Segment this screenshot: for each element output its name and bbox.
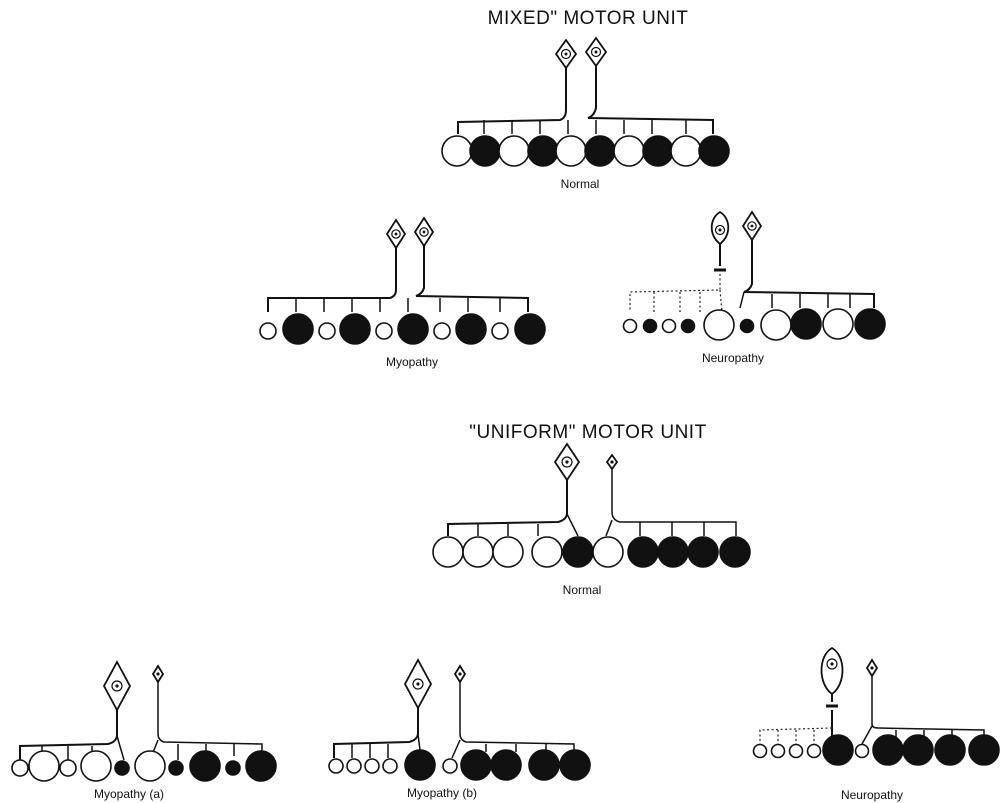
neuron-soma [584, 36, 608, 68]
axon-branches [739, 291, 851, 309]
neuron-soma [403, 658, 433, 710]
neuron-soma [385, 218, 407, 250]
neuron-soma [102, 660, 132, 712]
axon-branches [295, 298, 501, 312]
axon [587, 66, 714, 134]
muscle-fibres [11, 750, 277, 782]
caption-normal: Normal [561, 177, 600, 191]
axon [333, 708, 419, 758]
axon [415, 246, 529, 312]
neuron-soma [553, 442, 581, 482]
muscle-fibres [752, 734, 1000, 766]
diagram-uniform-myopathy-b: Myopathy (b) [328, 658, 591, 800]
axon-branches [149, 739, 235, 761]
muscle-fibres [432, 536, 751, 568]
neuron-soma [820, 646, 844, 696]
caption-myopathy: Myopathy [386, 355, 438, 369]
caption-neuropathy: Neuropathy [702, 351, 764, 365]
caption-myopathy-b: Myopathy (b) [407, 786, 477, 800]
axon-branches [605, 519, 705, 537]
degenerated-axon [629, 274, 723, 313]
diagram-mixed-neuropathy: Neuropathy [622, 210, 886, 365]
heading-uniform-motor-unit: "UNIFORM" MOTOR UNIT [469, 422, 706, 443]
axon [871, 676, 985, 744]
axon-branches [483, 120, 687, 134]
diagram-uniform-myopathy-a: Myopathy (a) [11, 660, 277, 801]
diagram-uniform-neuropathy: Neuropathy [752, 646, 1000, 802]
muscle-fibres [328, 749, 591, 781]
neuron-soma [554, 38, 578, 70]
axon-branches [451, 739, 547, 759]
axon [459, 682, 575, 752]
heading-mixed-motor-unit: MIXED" MOTOR UNIT [488, 8, 689, 29]
muscle-fibres [259, 313, 546, 345]
diagram-uniform-normal: Normal [432, 442, 751, 597]
axon-branches [351, 733, 421, 758]
neuron-soma [605, 453, 619, 471]
diagram-mixed-normal: Normal [441, 36, 730, 191]
axon [457, 68, 567, 134]
axon [267, 248, 397, 312]
axon-branches [477, 513, 579, 537]
neuron-soma [453, 664, 467, 684]
neuron-soma [741, 210, 763, 242]
diagram-mixed-myopathy: Myopathy [259, 216, 546, 369]
axon [157, 682, 263, 756]
axon [611, 469, 737, 536]
caption-normal: Normal [563, 583, 602, 597]
degenerated-axon [759, 727, 833, 744]
caption-neuropathy: Neuropathy [841, 788, 903, 802]
neuron-soma [413, 216, 435, 248]
muscle-fibres [441, 135, 730, 167]
neuron-soma [710, 210, 730, 246]
caption-myopathy-a: Myopathy (a) [94, 787, 164, 801]
axon [743, 240, 875, 308]
neuron-soma [151, 664, 165, 684]
muscle-fibres [622, 308, 886, 341]
neuron-soma [865, 658, 879, 678]
